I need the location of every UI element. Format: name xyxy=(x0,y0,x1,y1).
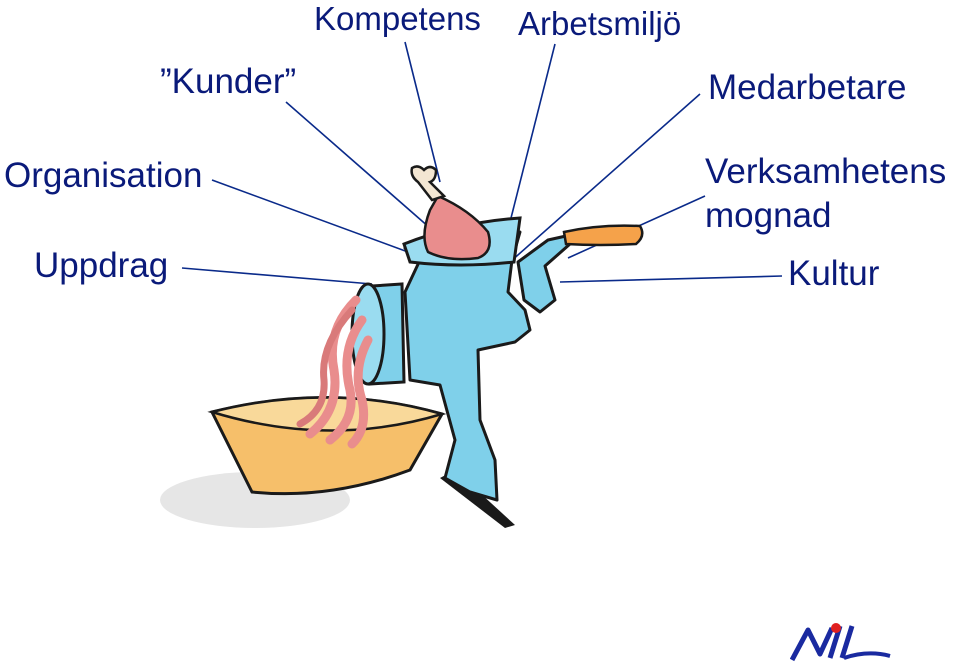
chicken-bone xyxy=(410,165,447,202)
label-medarbetare: Medarbetare xyxy=(708,68,907,107)
connector-kompetens xyxy=(404,41,441,183)
connector-medarbetare xyxy=(509,93,701,263)
label-organisation: Organisation xyxy=(4,156,203,195)
label-verksamhetens-line1: Verksamhetens xyxy=(705,152,947,191)
label-arbetsmiljo: Arbetsmiljö xyxy=(518,5,682,42)
connector-arbetsmiljo xyxy=(509,43,556,223)
grinder-body xyxy=(403,230,532,502)
connector-uppdrag xyxy=(181,267,373,285)
label-verksamhetens-line2: mognad xyxy=(705,196,832,235)
grinder-crank xyxy=(516,234,572,314)
label-uppdrag: Uppdrag xyxy=(34,246,169,285)
connector-kunder xyxy=(285,101,431,229)
grinder-handle xyxy=(562,224,644,247)
connector-organisation xyxy=(211,179,409,253)
chicken-leg-icon xyxy=(423,194,491,261)
meat-strand xyxy=(325,315,367,445)
label-kultur: Kultur xyxy=(788,254,880,293)
connector-kultur xyxy=(559,275,783,283)
meat-strand xyxy=(347,335,373,449)
logo-icon xyxy=(790,623,891,662)
label-verksamhetens-mognad: Verksamhetens mognad xyxy=(705,150,946,238)
label-kunder: ”Kunder” xyxy=(160,62,297,101)
label-kompetens: Kompetens xyxy=(314,0,481,37)
meat-strand xyxy=(296,306,356,428)
